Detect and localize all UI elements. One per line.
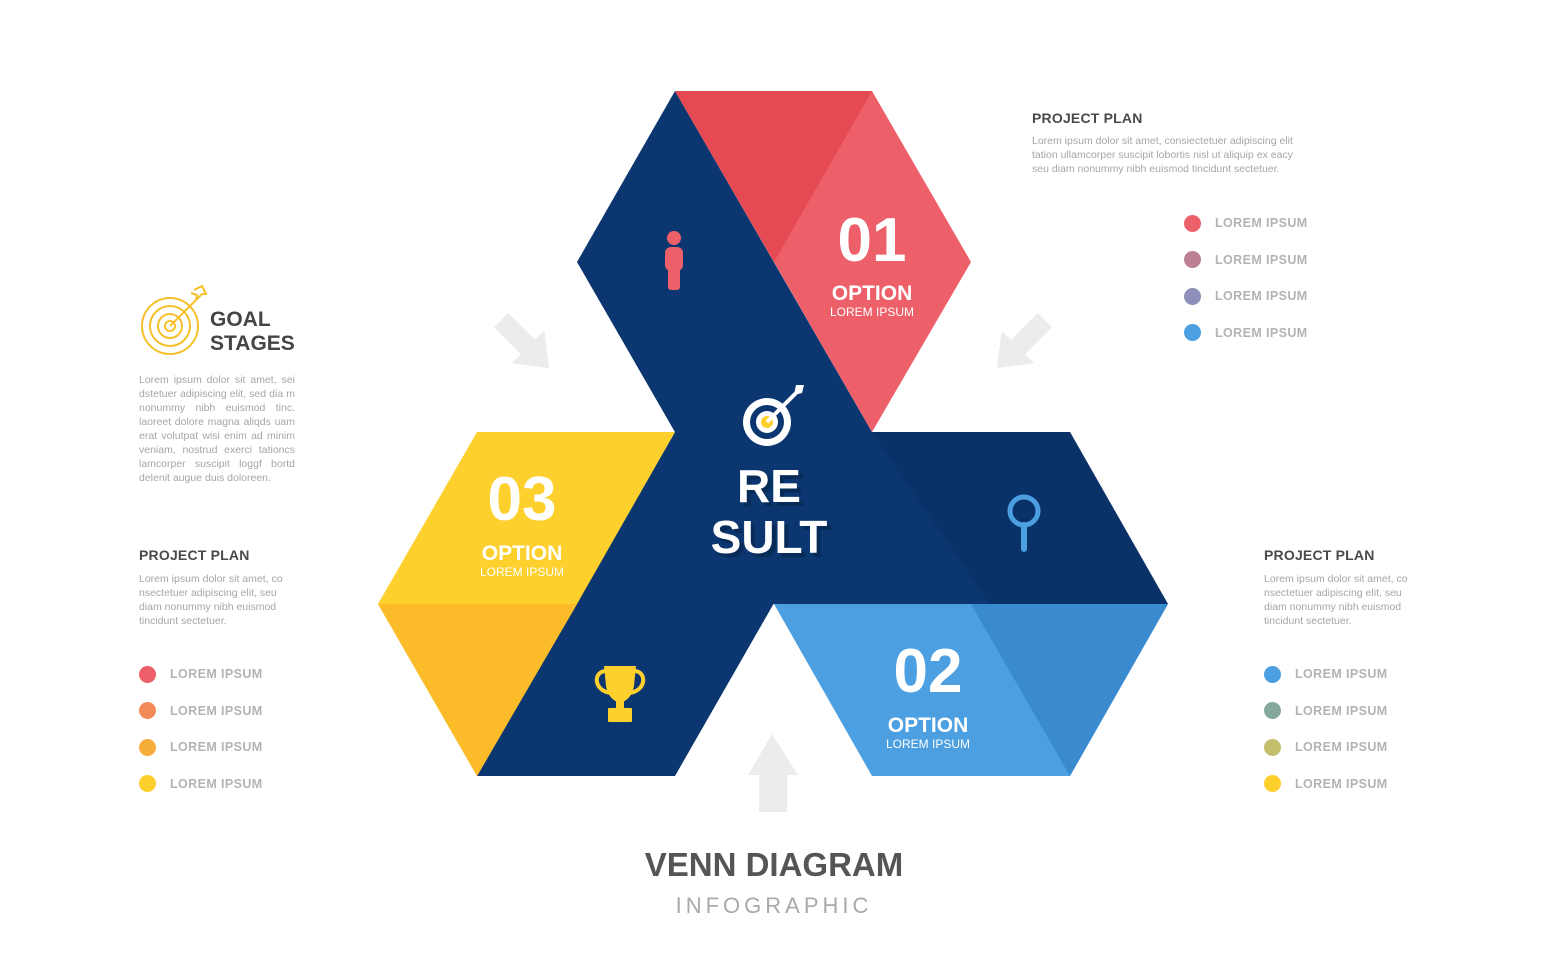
top-right-legend: LOREM IPSUM LOREM IPSUM LOREM IPSUM LORE… — [1184, 205, 1308, 351]
legend-label: LOREM IPSUM — [1295, 667, 1388, 682]
right-legend: LOREM IPSUM LOREM IPSUM LOREM IPSUM LORE… — [1264, 656, 1388, 802]
legend-label: LOREM IPSUM — [1215, 325, 1308, 340]
legend-item: LOREM IPSUM — [1184, 315, 1308, 352]
main-title: VENN DIAGRAM — [644, 846, 904, 883]
option-03-label: OPTION — [482, 542, 563, 565]
top-right-project-plan-text: Lorem ipsum dolor sit amet, consiectetue… — [1032, 135, 1293, 175]
magnifier-icon — [1007, 494, 1041, 552]
goal-stages-title: GOAL STAGES — [210, 308, 295, 356]
right-project-plan-text: Lorem ipsum dolor sit amet, co nsectetue… — [1264, 573, 1408, 627]
goal-line1: GOAL — [210, 308, 271, 331]
legend-label: LOREM IPSUM — [170, 776, 263, 791]
legend-item: LOREM IPSUM — [1184, 242, 1308, 279]
legend-dot — [1264, 702, 1281, 720]
result-line2: SULT — [711, 511, 828, 563]
legend-label: LOREM IPSUM — [1215, 252, 1308, 267]
legend-item: LOREM IPSUM — [1264, 693, 1388, 730]
legend-dot — [139, 702, 156, 720]
legend-item: LOREM IPSUM — [1264, 729, 1388, 766]
center-result: RE SULT RE SULT — [711, 460, 832, 567]
option-01-label: OPTION — [832, 282, 913, 305]
result-line1: RE — [737, 460, 801, 512]
legend-label: LOREM IPSUM — [1295, 703, 1388, 718]
legend-dot — [1184, 251, 1201, 269]
goal-line2: STAGES — [210, 332, 295, 355]
legend-dot — [1184, 214, 1201, 232]
goal-description: Lorem ipsum dolor sit amet, sei dstetuer… — [139, 374, 295, 484]
person-icon — [665, 231, 683, 290]
result-line2-shadow: SULT — [715, 515, 832, 567]
left-project-plan-heading: PROJECT PLAN — [139, 547, 250, 563]
target-icon — [743, 385, 804, 446]
target-arrow-icon — [141, 284, 208, 355]
legend-label: LOREM IPSUM — [1295, 740, 1388, 755]
arrow-upper-right — [996, 313, 1052, 369]
navy-arm-right — [675, 432, 1168, 604]
top-right-project-plan-heading: PROJECT PLAN — [1032, 110, 1143, 126]
option-01-number: 01 — [838, 206, 907, 275]
option-02-label: OPTION — [888, 714, 969, 737]
segment-01 — [675, 91, 971, 432]
main-subtitle: INFOGRAPHIC — [675, 893, 873, 918]
right-project-plan-heading: PROJECT PLAN — [1264, 547, 1375, 563]
option-01-sub: LOREM IPSUM — [830, 305, 914, 319]
arrows — [494, 313, 1052, 812]
option-03-number: 03 — [488, 465, 557, 534]
legend-item: LOREM IPSUM — [1264, 766, 1388, 803]
option-01-text: 01 OPTION LOREM IPSUM — [830, 206, 914, 319]
legend-dot — [139, 665, 156, 683]
left-legend: LOREM IPSUM LOREM IPSUM LOREM IPSUM LORE… — [139, 656, 263, 802]
arrow-bottom — [748, 734, 798, 812]
segment-03 — [378, 432, 675, 776]
segment-02 — [774, 604, 1168, 776]
legend-dot — [1264, 665, 1281, 683]
legend-dot — [1184, 324, 1201, 342]
legend-item: LOREM IPSUM — [1184, 278, 1308, 315]
option-03-text: 03 OPTION LOREM IPSUM — [480, 465, 564, 579]
legend-dot — [1264, 738, 1281, 756]
legend-item: LOREM IPSUM — [139, 656, 263, 693]
legend-dot — [1184, 287, 1201, 305]
result-line1-shadow: RE — [741, 464, 805, 516]
arrow-upper-left — [494, 313, 550, 369]
left-project-plan-text: Lorem ipsum dolor sit amet, co nsectetue… — [139, 573, 283, 627]
option-02-text: 02 OPTION LOREM IPSUM — [886, 637, 970, 751]
legend-item: LOREM IPSUM — [139, 766, 263, 803]
legend-label: LOREM IPSUM — [170, 740, 263, 755]
option-02-number: 02 — [894, 637, 963, 706]
navy-shade — [872, 432, 1168, 604]
legend-item: LOREM IPSUM — [139, 729, 263, 766]
legend-item: LOREM IPSUM — [139, 693, 263, 730]
option-03-sub: LOREM IPSUM — [480, 565, 564, 579]
legend-label: LOREM IPSUM — [1295, 776, 1388, 791]
legend-dot — [1264, 775, 1281, 793]
legend-label: LOREM IPSUM — [1215, 289, 1308, 304]
legend-dot — [139, 775, 156, 793]
legend-dot — [139, 738, 156, 756]
legend-label: LOREM IPSUM — [1215, 216, 1308, 231]
legend-label: LOREM IPSUM — [170, 667, 263, 682]
option-02-sub: LOREM IPSUM — [886, 737, 970, 751]
legend-label: LOREM IPSUM — [170, 703, 263, 718]
legend-item: LOREM IPSUM — [1264, 656, 1388, 693]
trophy-icon — [594, 666, 646, 722]
legend-item: LOREM IPSUM — [1184, 205, 1308, 242]
